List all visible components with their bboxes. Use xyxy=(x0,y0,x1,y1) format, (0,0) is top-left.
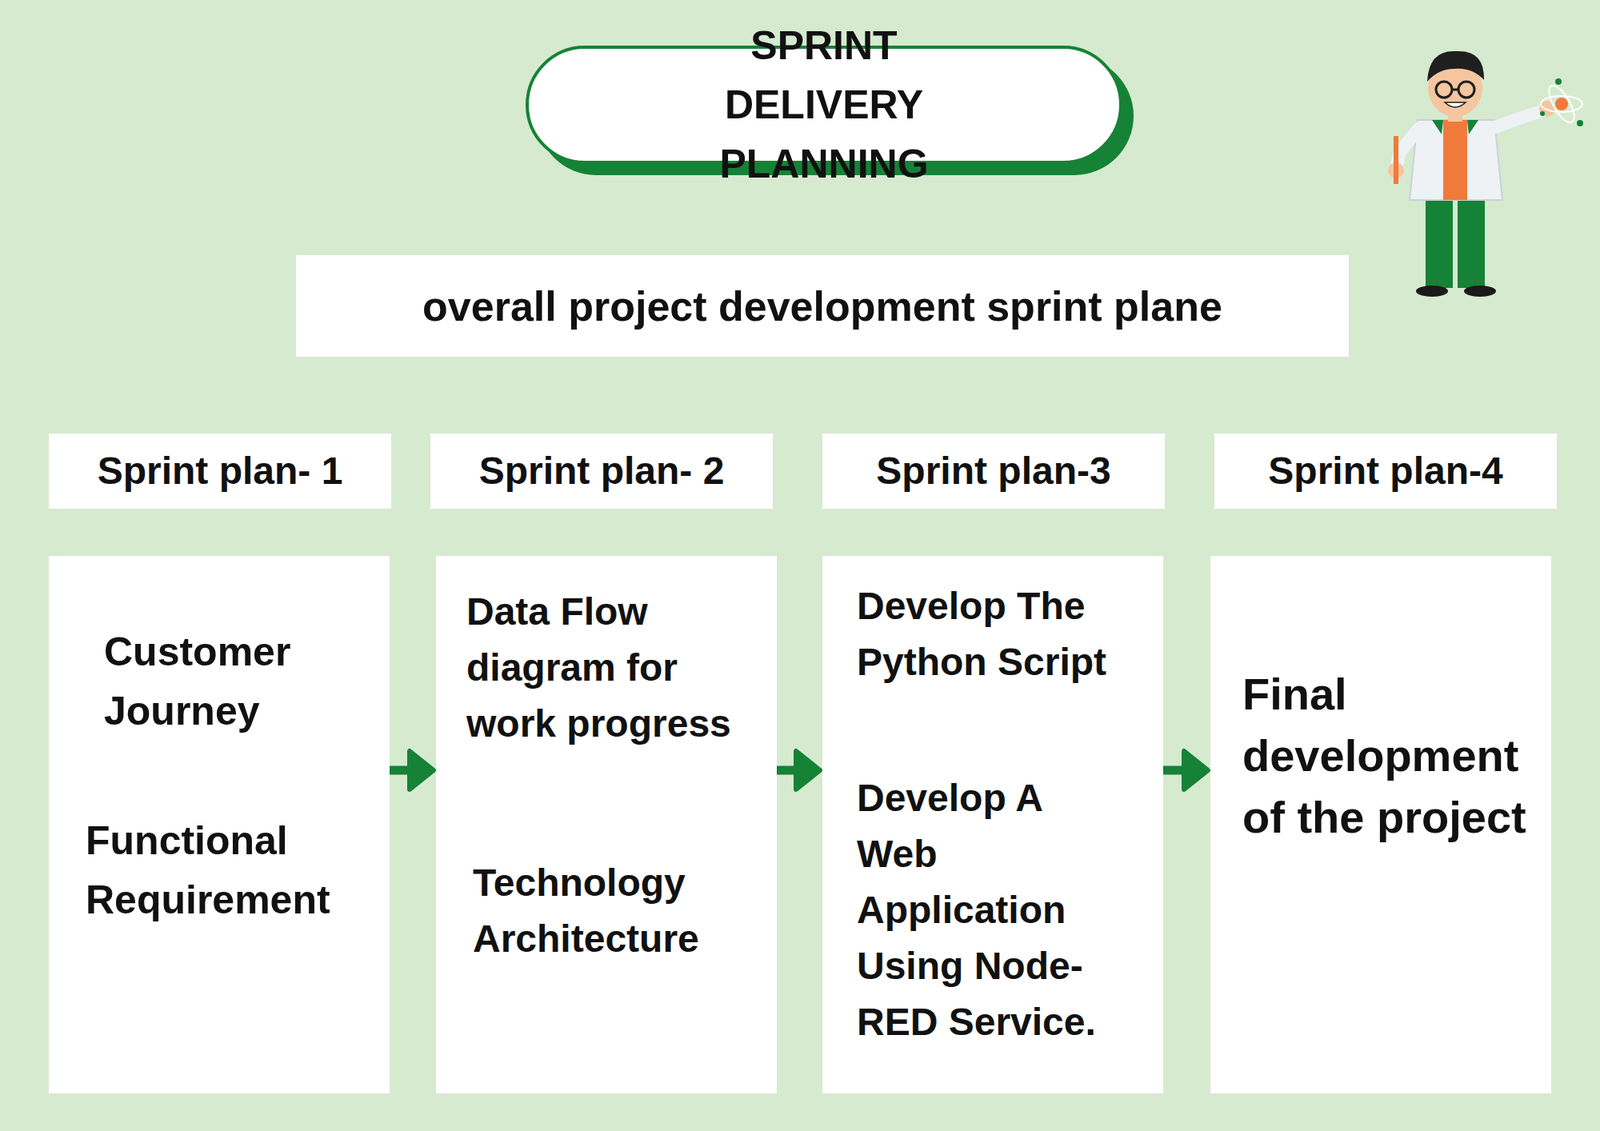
sprint-content-box: Data Flow diagram for work progressTechn… xyxy=(436,556,777,1094)
node-text: Develop A Web Application Using Node-RED… xyxy=(856,770,1121,1051)
node-text: Sprint plan-4 xyxy=(1224,447,1548,496)
node-text: Data Flow diagram for work progress xyxy=(466,584,766,752)
flow-arrow xyxy=(1163,751,1208,790)
node-text: Customer Journey xyxy=(104,622,344,741)
sprint-header: Sprint plan- 1 xyxy=(48,433,392,509)
node-text: Functional Requirement xyxy=(85,811,379,930)
title-pill: SPRINT DELIVERY PLANNING xyxy=(525,45,1123,164)
node-text: Sprint plan- 2 xyxy=(440,447,764,496)
node-text: Develop The Python Script xyxy=(856,578,1152,691)
title: SPRINT DELIVERY PLANNING xyxy=(528,16,1120,194)
sprint-content-box: Develop The Python ScriptDevelop A Web A… xyxy=(822,556,1164,1094)
sprint-header: Sprint plan- 2 xyxy=(430,433,773,509)
flow-arrow xyxy=(776,751,820,790)
node-text: Technology Architecture xyxy=(472,855,737,968)
flow-arrow xyxy=(389,751,434,790)
node-text: Sprint plan-3 xyxy=(832,447,1156,496)
sprint-header: Sprint plan-3 xyxy=(822,433,1165,509)
sprint-header: Sprint plan-4 xyxy=(1214,433,1557,509)
scientist-illustration xyxy=(1352,40,1592,304)
sprint-content-box: Final development of the project xyxy=(1210,556,1552,1094)
node-text: Sprint plan- 1 xyxy=(58,447,382,496)
node-text: Final development of the project xyxy=(1242,663,1539,848)
subtitle-box: overall project development sprint plane xyxy=(296,255,1349,357)
node-text: overall project development sprint plane xyxy=(305,280,1340,332)
sprint-content-box: Customer JourneyFunctional Requirement xyxy=(48,556,390,1094)
